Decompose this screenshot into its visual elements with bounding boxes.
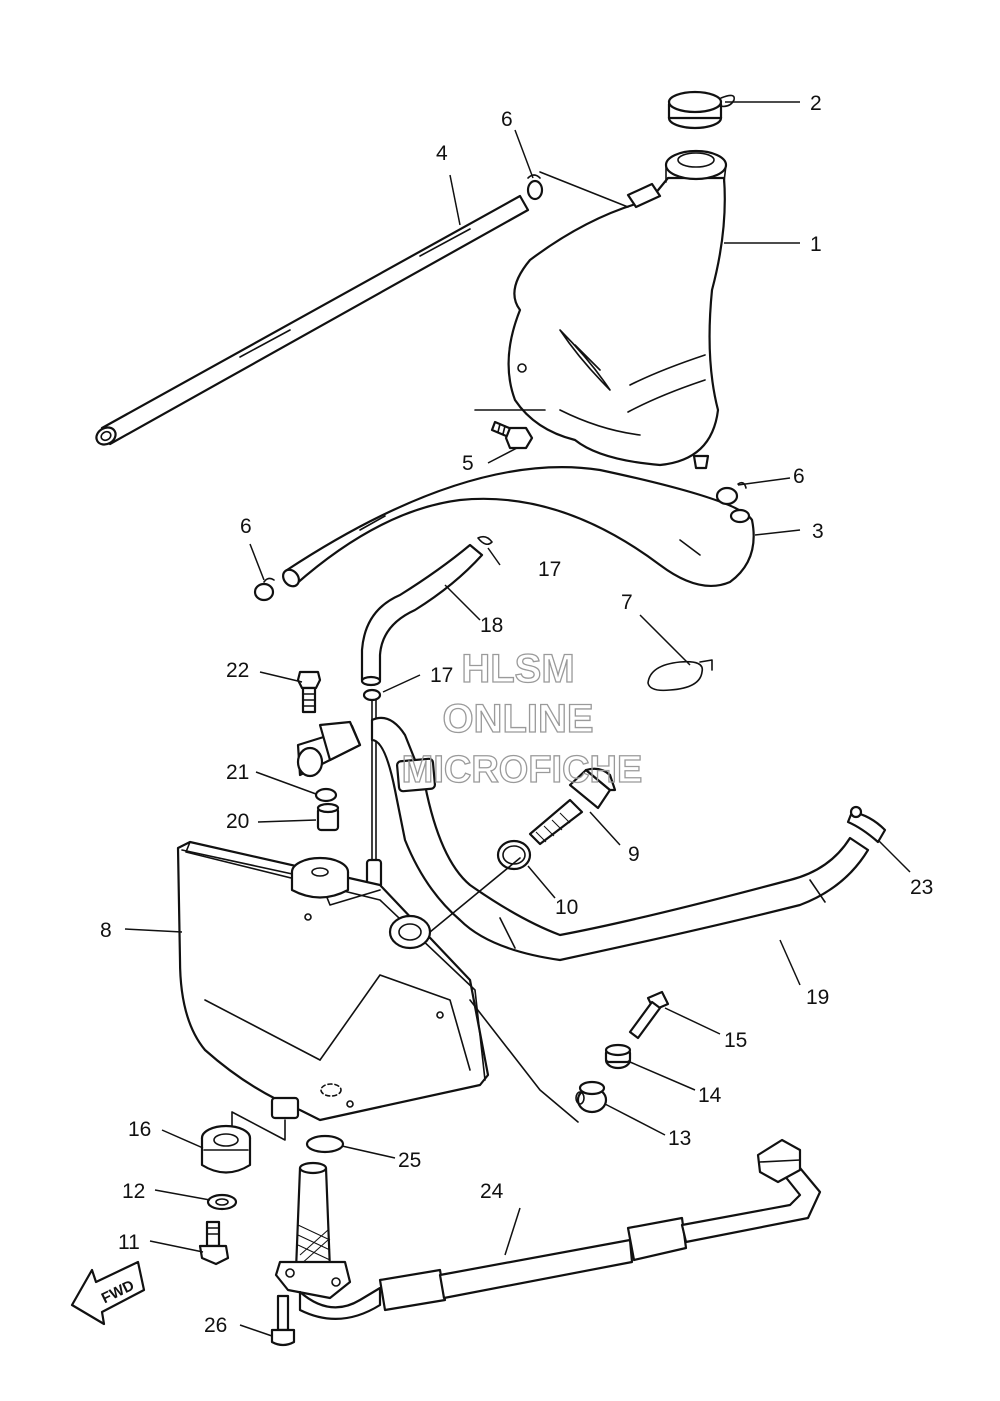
- part-4-pipe: [95, 194, 530, 446]
- part-12-washer: [206, 1193, 238, 1211]
- part-23-clamp: [846, 805, 887, 844]
- callout-20: 20: [226, 810, 249, 833]
- callout-12: 12: [122, 1180, 145, 1203]
- watermark-line-1: HLSM: [461, 647, 574, 691]
- part-2-cap: [667, 90, 736, 130]
- callout-9: 9: [628, 843, 640, 866]
- callout-2: 2: [810, 92, 822, 115]
- part-25-oring: [305, 1134, 345, 1154]
- callout-26: 26: [204, 1314, 227, 1337]
- callout-15: 15: [724, 1029, 747, 1052]
- part-10-oring: [496, 839, 532, 871]
- callout-8: 8: [100, 919, 112, 942]
- callout-13: 13: [668, 1127, 691, 1150]
- part-19-hose: [370, 716, 870, 962]
- leader-lines: [124, 101, 911, 1337]
- callout-25: 25: [398, 1149, 421, 1172]
- part-18-hose: [360, 543, 484, 687]
- part-8-oil-tank: [176, 840, 579, 1141]
- part-6-clip-right: [715, 481, 747, 506]
- callout-5: 5: [462, 452, 474, 475]
- part-3-hose: [282, 466, 755, 588]
- part-20-collar: [316, 802, 340, 832]
- callout-22: 22: [226, 659, 249, 682]
- part-15-bolt: [628, 990, 670, 1040]
- part-6-clip-top: [526, 174, 544, 201]
- callout-11: 11: [118, 1231, 140, 1254]
- callout-18: 18: [480, 614, 503, 637]
- part-21-washer: [314, 787, 338, 803]
- callout-6-right: 6: [793, 465, 805, 488]
- part-11-bolt: [198, 1220, 230, 1266]
- callout-14: 14: [698, 1084, 722, 1107]
- callout-4: 4: [436, 142, 448, 165]
- callout-6-left: 6: [240, 515, 252, 538]
- part-17-clip-upper: [477, 535, 493, 546]
- callout-17-lower: 17: [430, 664, 453, 687]
- watermark-line-2: ONLINE: [442, 697, 593, 741]
- part-9-plug: [528, 767, 617, 846]
- callout-labels: 2 1 3 4 5 6 6 6 7 8 9 10 11 12 13 14 15 …: [100, 92, 933, 1337]
- callout-23: 23: [910, 876, 933, 899]
- part-16-plug: [200, 1124, 252, 1174]
- callout-7: 7: [621, 591, 633, 614]
- callout-1: 1: [810, 233, 822, 256]
- callout-10: 10: [555, 896, 578, 919]
- callout-17-upper: 17: [538, 558, 561, 581]
- callout-16: 16: [128, 1118, 151, 1141]
- part-1-tank: [507, 149, 728, 470]
- bracket: [296, 720, 362, 778]
- callout-21: 21: [226, 761, 249, 784]
- part-7-band: [647, 659, 713, 692]
- callout-6-top: 6: [501, 108, 513, 131]
- callout-24: 24: [480, 1180, 504, 1203]
- part-22-bolt: [296, 670, 322, 714]
- strainer: [274, 1161, 352, 1300]
- part-26-bolt: [270, 1294, 296, 1347]
- callout-19: 19: [806, 986, 829, 1009]
- part-24-oil-pipe: [298, 1138, 822, 1320]
- watermark-line-3: MICROFICHE: [402, 749, 643, 791]
- part-5-bolt: [474, 409, 546, 450]
- watermark: HLSM ONLINE MICROFICHE: [401, 646, 643, 791]
- part-6-clip-left: [253, 577, 275, 602]
- part-17-clip-lower: [362, 688, 382, 702]
- fwd-arrow: FWD: [70, 1260, 146, 1326]
- part-13-grommet: [575, 1080, 608, 1114]
- part-14-collar: [604, 1043, 632, 1070]
- callout-3: 3: [812, 520, 824, 543]
